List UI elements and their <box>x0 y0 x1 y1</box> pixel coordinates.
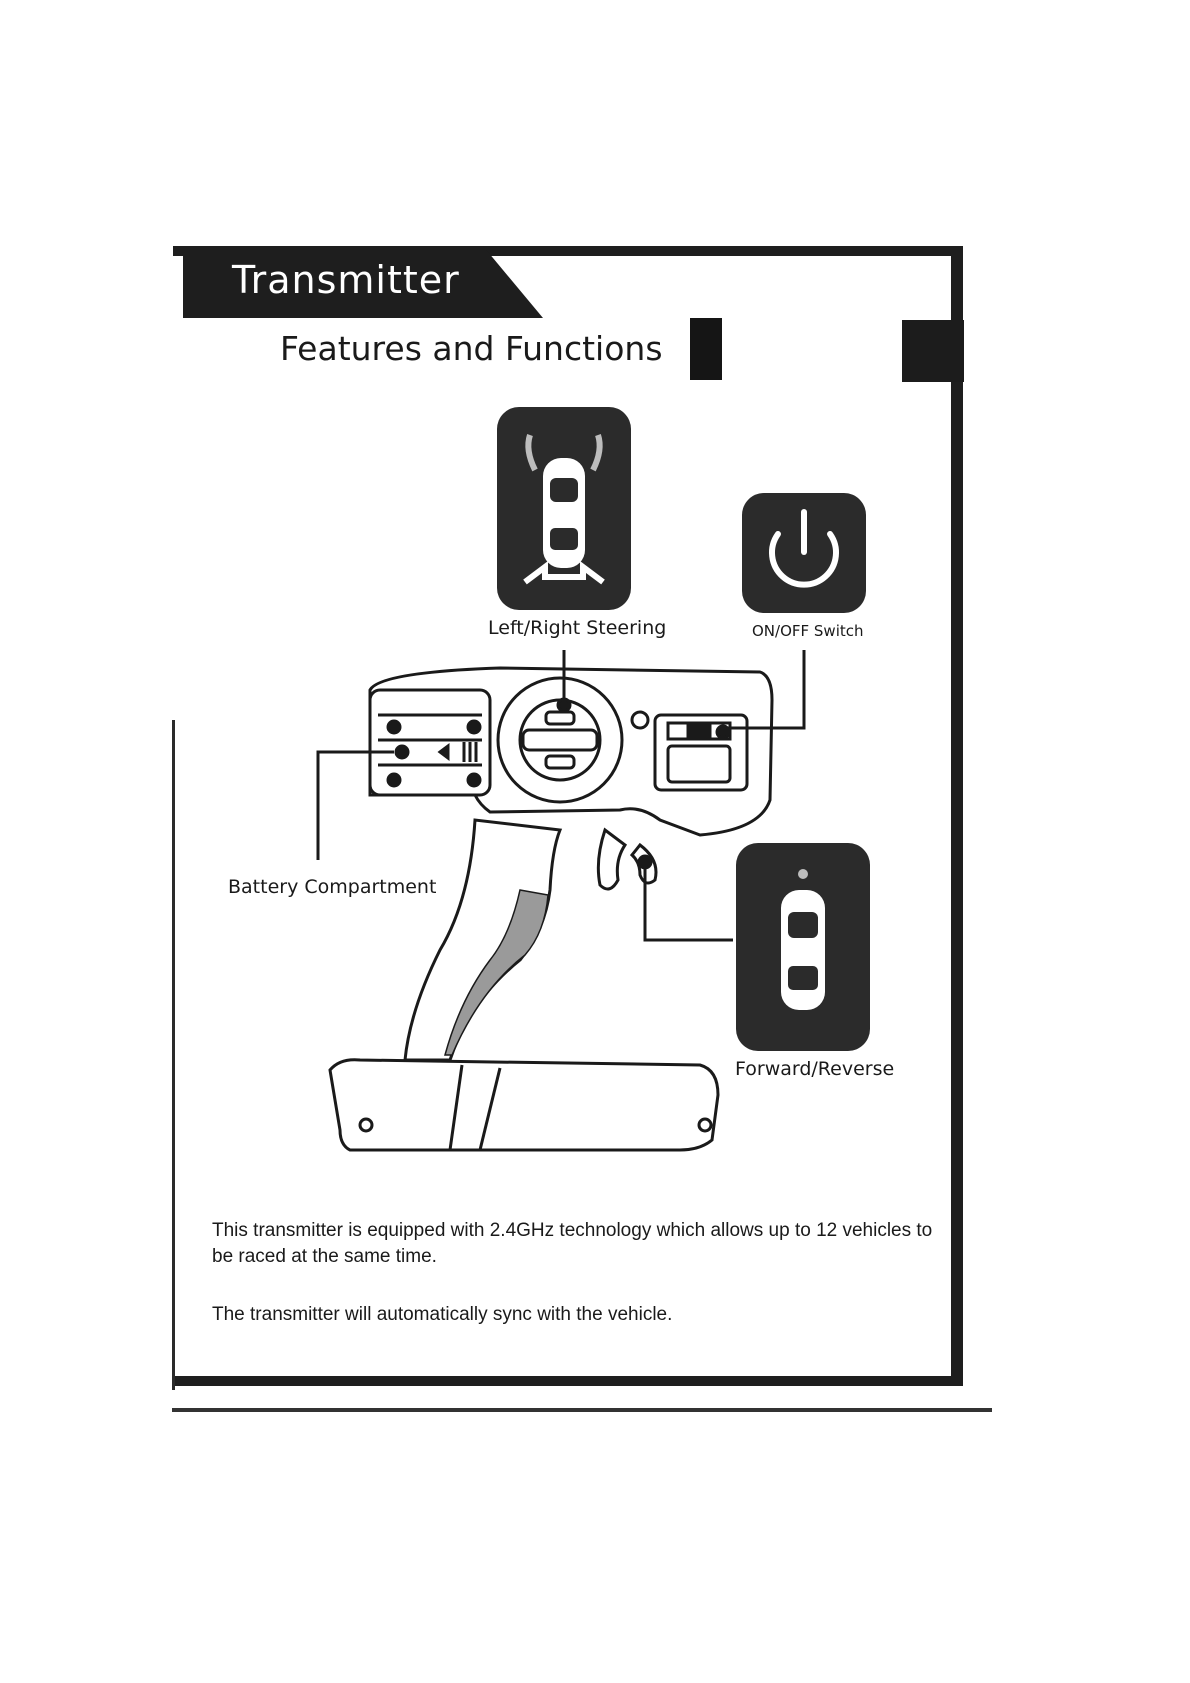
forward-reverse-car-icon <box>736 843 870 1051</box>
forward-reverse-label: Forward/Reverse <box>735 1058 894 1080</box>
battery-label: Battery Compartment <box>228 876 436 898</box>
steering-label: Left/Right Steering <box>488 617 666 639</box>
steering-car-icon <box>497 407 631 610</box>
on-off-label: ON/OFF Switch <box>752 622 864 640</box>
description-paragraph-1: This transmitter is equipped with 2.4GHz… <box>212 1218 952 1270</box>
transmitter-illustration <box>330 668 772 1150</box>
power-icon <box>742 493 866 613</box>
description-paragraph-2: The transmitter will automatically sync … <box>212 1302 952 1328</box>
bottom-rule <box>172 1408 992 1412</box>
